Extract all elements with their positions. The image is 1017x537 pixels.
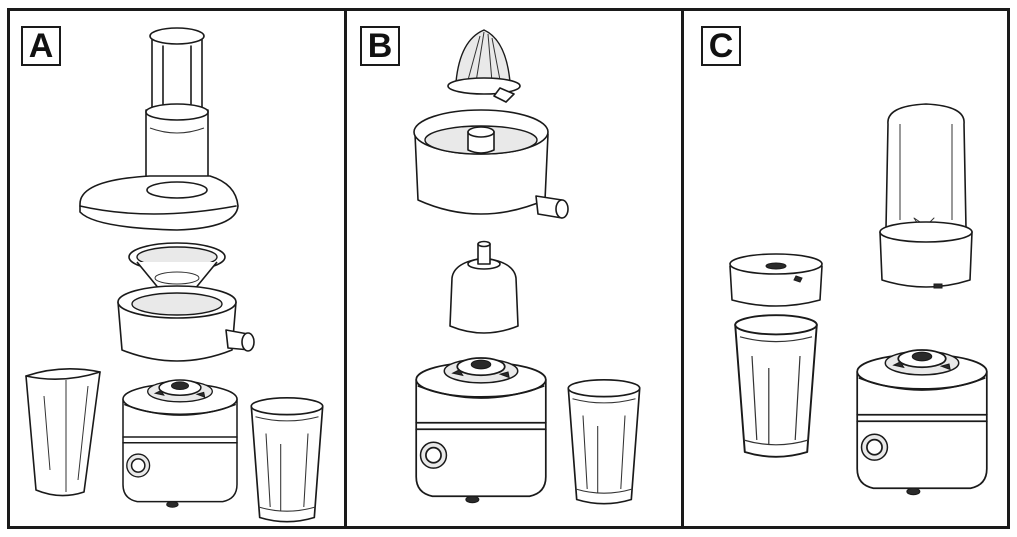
pulp-container-icon <box>25 368 101 497</box>
tumbler-icon <box>734 314 818 458</box>
panel-a-label: A <box>21 26 61 66</box>
filter-basket-icon <box>128 242 226 294</box>
motor-base-icon <box>856 349 988 496</box>
drive-adapter-icon <box>449 240 519 334</box>
tumbler-icon <box>567 378 641 505</box>
citrus-reamer-icon <box>447 29 521 103</box>
panel-b-label: B <box>360 26 400 66</box>
motor-base-icon <box>415 357 547 504</box>
panel-c-label: C <box>701 26 741 66</box>
blender-jar-icon <box>879 103 973 289</box>
juice-collector-icon <box>117 285 255 362</box>
citrus-bowl-icon <box>413 109 569 219</box>
motor-base-icon <box>122 379 238 509</box>
tumbler-icon <box>250 396 324 523</box>
blade-assembly-icon <box>729 253 823 307</box>
juicer-lid-icon <box>79 175 239 231</box>
